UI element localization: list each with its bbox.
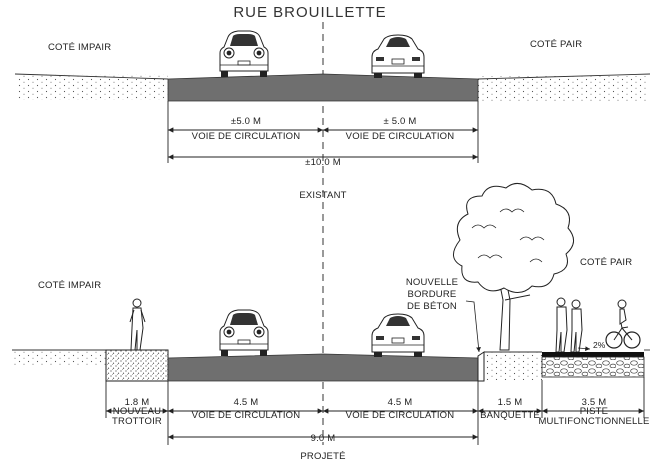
projected-banquette <box>484 352 542 380</box>
projected-lane-left-width: 4.5 M <box>234 397 259 408</box>
projected-path-slope: 2% <box>593 340 606 350</box>
projected-sidewalk-width: 1.8 M <box>125 397 150 408</box>
projected-car-rear <box>371 313 425 358</box>
projected-new-curb <box>477 351 485 382</box>
existing-caption: EXISTANT <box>299 190 346 201</box>
projected-side-right-label: COTÉ PAIR <box>580 257 632 268</box>
path-pedestrians-illustration <box>555 297 583 353</box>
curb-note-line-2: BORDURE <box>408 289 457 300</box>
projected-total-width: 9.0 M <box>311 433 336 444</box>
existing-lane-left-label: VOIE DE CIRCULATION <box>192 131 301 142</box>
projected-lane-right-width: 4.5 M <box>388 397 413 408</box>
curb-note-line-3: DE BÉTON <box>407 301 457 312</box>
projected-sidewalk <box>105 349 169 382</box>
projected-path-width: 3.5 M <box>582 397 607 408</box>
cyclist-illustration <box>605 299 641 349</box>
projected-section: COTÉ IMPAIR COTÉ PAIR <box>12 183 650 462</box>
curb-note-line-1: NOUVELLE <box>406 277 458 288</box>
existing-side-left-label: COTÉ IMPAIR <box>48 42 111 53</box>
existing-asphalt <box>167 73 479 102</box>
existing-car-front <box>219 30 269 78</box>
projected-caption: PROJETÉ <box>300 451 345 462</box>
diagram-title: RUE BROUILLETTE <box>233 4 386 21</box>
existing-total-width: ±10.0 M <box>305 157 341 168</box>
projected-sidewalk-label-2: TROTTOIR <box>112 416 162 427</box>
existing-car-rear <box>371 34 425 79</box>
projected-path-label-1: PISTE <box>580 406 608 417</box>
existing-ground-right <box>478 76 648 102</box>
projected-asphalt <box>167 353 479 382</box>
projected-sidewalk-label-1: NOUVEAU <box>113 406 161 417</box>
projected-multiuse-path <box>542 352 644 357</box>
existing-lane-right-width: ± 5.0 M <box>383 116 416 127</box>
existing-lane-right-label: VOIE DE CIRCULATION <box>346 131 455 142</box>
tree-illustration <box>453 183 574 351</box>
projected-lane-right-label: VOIE DE CIRCULATION <box>346 410 455 421</box>
existing-lane-left-width: ±5.0 M <box>231 116 261 127</box>
projected-banquette-label: BANQUETTE <box>480 410 540 421</box>
existing-side-right-label: COTÉ PAIR <box>530 39 582 50</box>
projected-path-label-2: MULTIFONCTIONNELLE <box>538 416 649 427</box>
projected-banquette-width: 1.5 M <box>498 397 523 408</box>
projected-side-left-label: COTÉ IMPAIR <box>38 280 101 291</box>
existing-section: COTÉ IMPAIR COTÉ PAIR ±5.0 M VOIE DE CIR… <box>14 30 651 201</box>
projected-car-front <box>219 309 269 357</box>
projected-lane-left-label: VOIE DE CIRCULATION <box>192 410 301 421</box>
pedestrian-illustration <box>129 298 146 351</box>
